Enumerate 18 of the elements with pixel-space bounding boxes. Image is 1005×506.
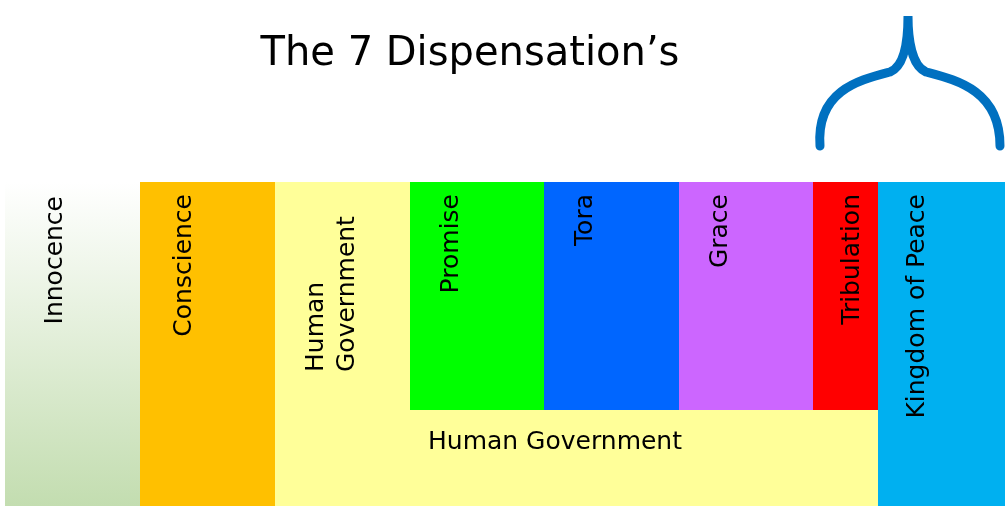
conscience-band	[140, 182, 275, 506]
human-government-band	[410, 410, 878, 506]
band-label: Human Government	[299, 215, 362, 372]
band-label: Human Government	[428, 426, 683, 455]
band-label: Promise	[434, 194, 465, 294]
band-label: Tora	[568, 194, 599, 246]
promise-band	[410, 182, 544, 410]
band-label: Kingdom of Peace	[900, 194, 931, 419]
band-label: Innocence	[38, 196, 69, 325]
band-label: Tribulation	[835, 194, 866, 325]
band-label: Grace	[703, 194, 734, 269]
grace-band	[679, 182, 813, 410]
human-government-band	[275, 182, 410, 506]
title: The 7 Dispensation’s	[259, 28, 681, 74]
tora-band	[544, 182, 679, 410]
tribulation-band	[813, 182, 878, 410]
band-label: Conscience	[167, 194, 198, 337]
kingdom-of-peace-band	[878, 182, 1005, 506]
